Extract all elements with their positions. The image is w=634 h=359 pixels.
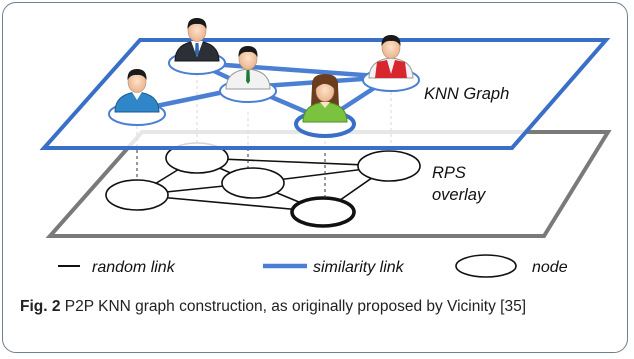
legend-random-link-label: random link	[92, 259, 176, 276]
rps-node-highlighted	[290, 196, 356, 228]
legend-node-swatch	[455, 254, 517, 278]
legend-node-label: node	[532, 259, 568, 276]
user-avatar-icon	[368, 35, 414, 79]
legend-similarity-link-label: similarity link	[313, 259, 405, 276]
figure-caption: Fig. 2 P2P KNN graph construction, as or…	[20, 295, 616, 318]
rps-node	[357, 150, 421, 182]
caption-text: P2P KNN graph construction, as originall…	[60, 298, 527, 315]
user-avatar-icon	[302, 74, 348, 123]
legend: random link similarity link node	[58, 254, 568, 278]
knn-graph-label: KNN Graph	[424, 85, 509, 103]
user-avatar-icon	[114, 69, 160, 113]
rps-label-line2: overlay	[432, 186, 487, 204]
rps-node	[221, 167, 285, 199]
user-avatar-icon	[174, 18, 220, 62]
rps-node	[105, 179, 169, 211]
figure-label: Fig. 2	[20, 298, 61, 315]
rps-label-line1: RPS	[432, 164, 466, 182]
user-avatar-icon	[225, 46, 271, 90]
rps-nodes	[105, 142, 421, 228]
